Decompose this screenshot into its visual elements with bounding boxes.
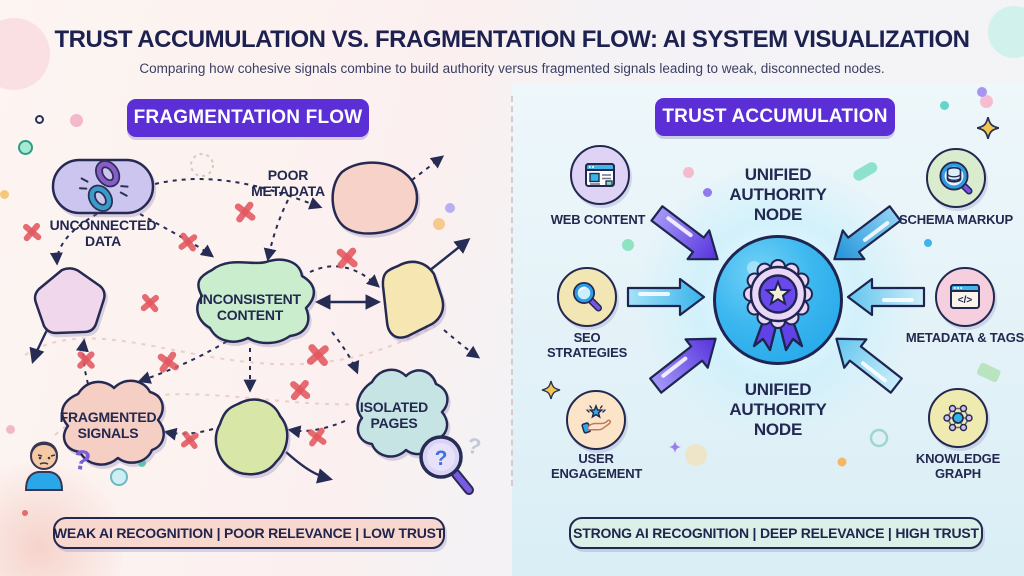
magnifier-icon — [573, 282, 602, 312]
panel-divider — [511, 96, 513, 486]
inconsistent-content-label: INCONSISTENT CONTENT — [199, 291, 301, 323]
unified-authority-label-bottom: UNIFIED AUTHORITY NODE — [729, 380, 827, 440]
green-orphan-node — [214, 398, 289, 476]
broken-link-x-icon — [176, 230, 201, 255]
knowledge-graph-node — [928, 388, 988, 448]
pentagon-node — [33, 267, 106, 335]
svg-text:?: ? — [465, 432, 483, 459]
schema-markup-label: SCHEMA MARKUP — [899, 212, 1013, 227]
broken-link-x-icon — [178, 428, 202, 452]
web-content-label: WEB CONTENT — [550, 212, 646, 227]
decorative-dashed-ring — [190, 153, 214, 177]
decorative-dot — [433, 218, 445, 230]
poor-metadata-node — [331, 161, 419, 235]
fragmented-signals-node — [60, 379, 165, 466]
fragmentation-badge: FRAGMENTATION FLOW — [127, 99, 369, 137]
confused-user-icon: ? — [24, 441, 93, 491]
broken-link-x-icon — [154, 348, 182, 376]
isolated-pages-label: ISOLATED PAGES — [359, 399, 429, 431]
metadata-tags-node: </> — [935, 267, 995, 327]
broken-link-x-icon — [231, 198, 258, 225]
yellow-node — [381, 260, 445, 339]
svg-text:</>: </> — [958, 295, 973, 306]
broken-link-x-icon — [305, 425, 330, 450]
network-graph-icon — [943, 404, 973, 432]
metadata-tags-label: METADATA & TAGS — [905, 330, 1024, 345]
award-rosette-icon — [743, 259, 813, 352]
decorative-dot — [6, 425, 15, 434]
trust-badge: TRUST ACCUMULATION — [655, 98, 895, 136]
user-engagement-label: USER ENGAGEMENT — [551, 451, 643, 481]
code-window-icon: </> — [950, 284, 980, 309]
decorative-dot — [110, 468, 128, 486]
seo-strategies-node — [557, 267, 617, 327]
user-engagement-node — [566, 390, 626, 450]
decorative-dot — [22, 510, 28, 516]
fragmented-signals-label: FRAGMENTED SIGNALS — [59, 409, 157, 441]
seo-strategies-label: SEO STRATEGIES — [546, 330, 628, 360]
decorative-dot — [622, 239, 634, 251]
poor-metadata-label: POOR METADATA — [251, 167, 325, 199]
decorative-dot — [683, 167, 694, 178]
broken-chain-icon — [78, 160, 129, 212]
broken-link-x-icon — [333, 244, 360, 271]
fragmentation-banner: WEAK AI RECOGNITION | POOR RELEVANCE | L… — [53, 517, 445, 549]
trust-art — [541, 116, 1001, 467]
database-search-icon — [939, 161, 973, 195]
unified-authority-label-top: UNIFIED AUTHORITY NODE — [729, 165, 827, 225]
faded-flow-lines — [24, 324, 436, 436]
decorative-pill — [853, 162, 878, 181]
decorative-corner-blob — [988, 6, 1024, 58]
decorative-dot — [18, 140, 33, 155]
browser-window-icon — [585, 163, 615, 187]
broken-link-x-icon — [304, 341, 333, 370]
broken-link-x-icon — [75, 349, 97, 371]
decorative-dot — [940, 101, 949, 110]
sparkle-icon — [541, 116, 1000, 453]
decorative-ring — [869, 428, 889, 448]
broken-link-x-icon — [287, 377, 313, 403]
svg-text:?: ? — [435, 447, 448, 470]
page-subtitle: Comparing how cohesive signals combine t… — [139, 61, 885, 76]
decorative-dot — [35, 115, 44, 124]
decorative-dot — [977, 87, 987, 97]
knowledge-graph-label: KNOWLEDGE GRAPH — [915, 451, 1001, 481]
unified-authority-node — [713, 235, 843, 365]
decorative-dot — [685, 444, 707, 466]
magnifier-question-icon: ? ? — [419, 432, 483, 495]
decorative-dot — [138, 459, 146, 467]
question-mark: ? — [71, 443, 93, 477]
decorative-dot — [837, 457, 847, 467]
decorative-dot — [445, 203, 455, 213]
hand-star-icon — [581, 403, 612, 434]
unconnected-data-label: UNCONNECTED DATA — [49, 217, 157, 249]
trust-banner: STRONG AI RECOGNITION | DEEP RELEVANCE |… — [569, 517, 983, 549]
fragmentation-art: ? ? ? — [24, 153, 483, 495]
inconsistent-content-node — [196, 258, 315, 345]
schema-markup-node — [926, 148, 986, 208]
broken-link-x-icon — [138, 291, 162, 315]
decorative-dot — [980, 95, 993, 108]
decorative-dot — [703, 188, 712, 197]
decorative-pill — [977, 362, 1001, 383]
decorative-dot — [70, 114, 83, 127]
web-content-node — [570, 145, 630, 205]
decorative-dot — [0, 190, 9, 199]
decorative-dot — [924, 239, 932, 247]
broken-link-x-icon — [20, 220, 44, 244]
inbound-trust-arrows — [626, 205, 926, 394]
page-title: TRUST ACCUMULATION VS. FRAGMENTATION FLO… — [54, 26, 970, 53]
